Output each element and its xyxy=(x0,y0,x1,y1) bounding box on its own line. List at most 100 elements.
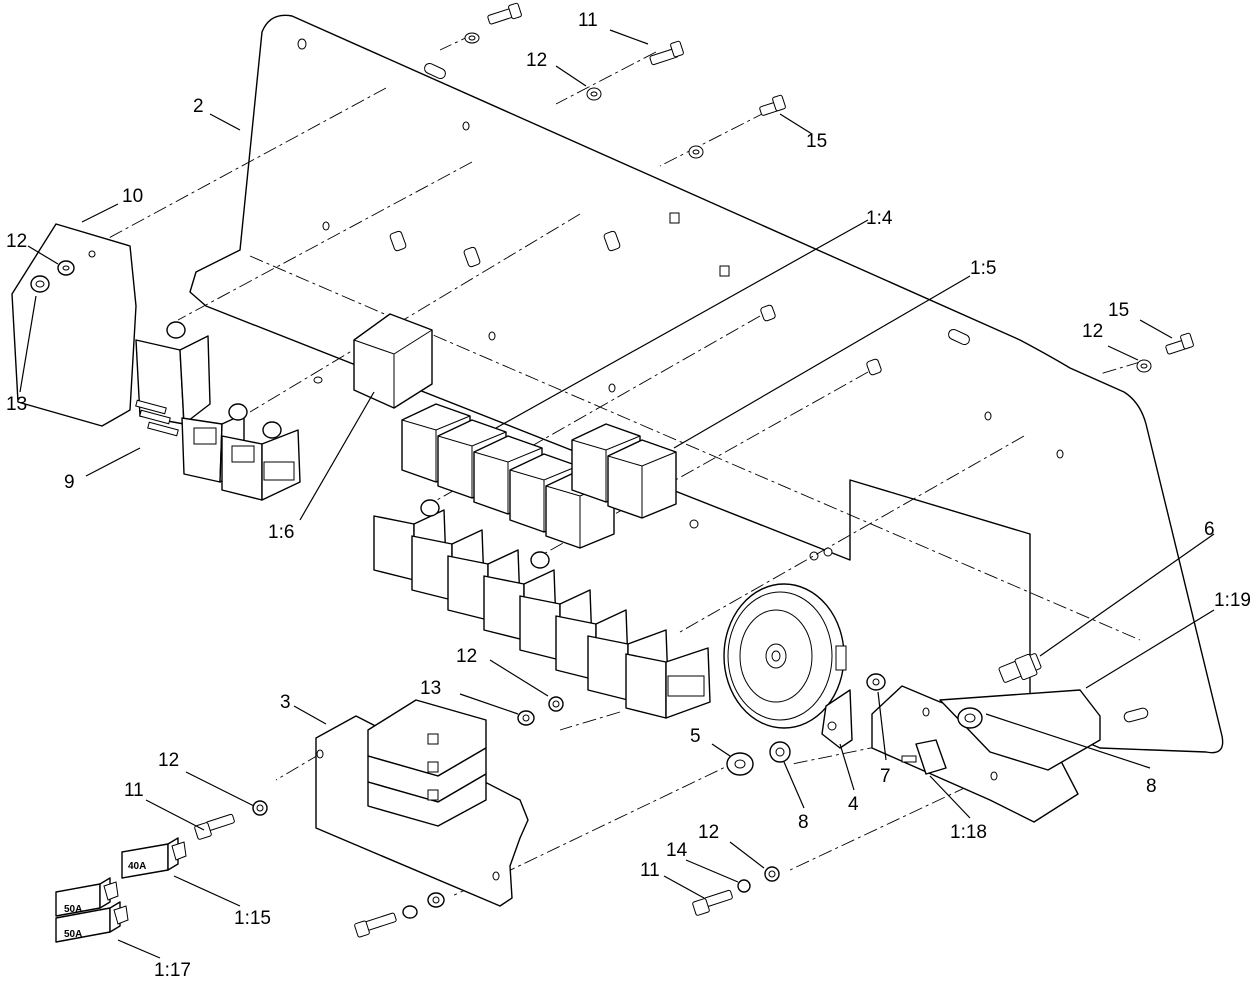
top-washer-12 xyxy=(586,87,602,101)
callout-5: 5 xyxy=(690,726,701,747)
panel-stud xyxy=(389,230,882,376)
panel-hole xyxy=(809,551,819,561)
bracket-hole xyxy=(922,707,930,717)
switch-9-side xyxy=(179,335,211,425)
bracket xyxy=(871,685,1079,823)
panel-slot xyxy=(948,328,970,346)
relay-1-6 xyxy=(353,313,433,409)
side-plate xyxy=(11,223,137,427)
relay-socket-left-2 xyxy=(221,421,301,501)
fuse-50a-bottom-label: 50A xyxy=(64,929,82,940)
component-1-18 xyxy=(901,739,947,775)
assembly-line xyxy=(177,161,473,321)
lockwasher-14-bm xyxy=(737,879,751,893)
panel-hole xyxy=(689,519,699,529)
bolt-6 xyxy=(998,653,1042,683)
callout-1-17: 1:17 xyxy=(154,960,191,981)
callout-12-bm: 12 xyxy=(698,822,719,843)
fuse-50a-bottom: 50A xyxy=(55,901,129,943)
leader-lines xyxy=(19,29,1215,959)
callout-8-right: 8 xyxy=(1146,776,1157,797)
fuse-40a: 40A xyxy=(121,837,187,879)
switch-9-nut xyxy=(166,321,186,339)
callout-12-right: 12 xyxy=(1082,321,1103,342)
washer-8-mid xyxy=(769,741,791,763)
spacer-8-right xyxy=(957,707,983,729)
callout-1-5: 1:5 xyxy=(970,258,996,279)
callout-1-4: 1:4 xyxy=(866,208,893,229)
assembly-line xyxy=(555,51,657,105)
panel-hole xyxy=(608,383,616,393)
callout-13-mid: 13 xyxy=(420,678,441,699)
callout-13-left: 13 xyxy=(6,394,27,415)
callout-11-bm: 11 xyxy=(640,860,660,881)
switch-9-terminals xyxy=(135,399,179,437)
panel-hole xyxy=(313,376,323,384)
callout-9: 9 xyxy=(64,472,75,493)
relay-socket-row xyxy=(373,499,711,719)
side-plate-hole xyxy=(88,250,96,258)
callout-1-18: 1:18 xyxy=(950,822,987,843)
bolt-11-bm xyxy=(692,889,733,916)
callout-15-right: 15 xyxy=(1108,300,1129,321)
bracket-support xyxy=(939,689,1101,771)
fuse-holder xyxy=(367,699,487,827)
callout-1-15: 1:15 xyxy=(234,908,271,929)
washer-12-bm xyxy=(764,866,780,882)
assembly-line xyxy=(791,735,931,765)
callout-12-mid: 12 xyxy=(456,646,477,667)
right-bolt-15 xyxy=(1136,332,1194,373)
washer-12-mid xyxy=(548,696,564,712)
panel-slot xyxy=(424,62,446,80)
nut-13-mid xyxy=(517,710,535,726)
callout-6: 6 xyxy=(1204,519,1215,540)
bracket-hole xyxy=(990,771,998,781)
horn-4 xyxy=(723,583,853,749)
assembly-line xyxy=(249,213,581,413)
callout-10: 10 xyxy=(122,186,143,207)
callout-2: 2 xyxy=(193,96,204,117)
callout-15-top: 15 xyxy=(806,131,827,152)
fuse-50a-top: 50A xyxy=(55,877,119,917)
panel-hole xyxy=(488,331,496,341)
fuse-50a-top-label: 50A xyxy=(64,904,82,915)
assembly-line xyxy=(559,711,621,731)
panel-square xyxy=(719,265,730,277)
washer-12-bl xyxy=(252,800,268,816)
panel-hole xyxy=(322,221,330,231)
top-bolt-11 xyxy=(649,40,684,66)
fuse-40a-label: 40A xyxy=(128,861,146,872)
assembly-line xyxy=(429,315,761,505)
clip-7 xyxy=(866,673,886,691)
callout-3: 3 xyxy=(280,692,291,713)
callout-12-bl: 12 xyxy=(158,750,179,771)
bottom-bolt-fuse-plate xyxy=(354,892,445,938)
assembly-line xyxy=(679,435,1025,633)
fuse-plate-hole xyxy=(316,749,324,759)
callout-8-mid: 8 xyxy=(798,812,809,833)
assembly-line xyxy=(1099,361,1141,375)
assembly-line xyxy=(659,111,767,167)
nut-13-left xyxy=(30,275,50,293)
main-panel xyxy=(189,14,1224,754)
panel-hole xyxy=(297,38,307,50)
top-bolt-15 xyxy=(688,94,786,159)
washer-12-left xyxy=(57,260,75,276)
assembly-line xyxy=(789,775,991,871)
fuse-plate-hole xyxy=(492,871,500,881)
assembly-line xyxy=(497,759,741,877)
panel-hole xyxy=(462,121,470,131)
relay-1-5-b xyxy=(607,439,677,519)
callout-7: 7 xyxy=(880,766,891,787)
callout-11-bl: 11 xyxy=(124,780,144,801)
nut-5 xyxy=(726,752,754,776)
bolt-11-bl xyxy=(194,813,235,840)
callout-12-left: 12 xyxy=(6,231,27,252)
callout-11-top: 11 xyxy=(578,10,598,31)
top-bolt-1 xyxy=(464,2,522,44)
panel-hole xyxy=(984,411,992,421)
callout-1-6: 1:6 xyxy=(268,522,294,543)
callout-14-bm: 14 xyxy=(666,840,688,861)
assembly-line xyxy=(275,753,321,781)
